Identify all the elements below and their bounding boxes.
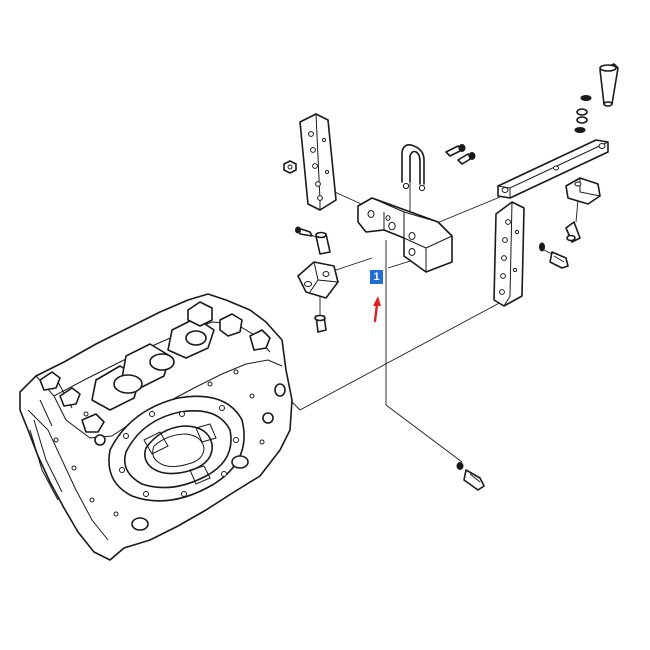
bolt-bottom (456, 462, 485, 491)
small-bracket (297, 261, 339, 299)
bolt-clevis (565, 221, 581, 243)
link-bar (497, 139, 609, 199)
screw-left (295, 226, 313, 237)
pin-top (599, 63, 619, 107)
spacer-sleeve (315, 231, 331, 255)
clevis-block (565, 177, 601, 205)
bolt-right-plate (539, 242, 569, 269)
bolt-small-bracket (314, 314, 327, 333)
callout-label-1[interactable]: 1 (370, 270, 383, 284)
pointer-arrow (373, 296, 381, 323)
small-bolts-top (445, 144, 476, 165)
washers-stack (574, 95, 592, 133)
nut-left (283, 160, 297, 174)
mounting-plate-right (493, 201, 525, 307)
leader-lines (287, 175, 579, 463)
u-bolt (401, 144, 426, 192)
mounting-plate-left (299, 113, 337, 211)
main-bracket (357, 197, 453, 273)
transmission-housing (19, 293, 293, 561)
